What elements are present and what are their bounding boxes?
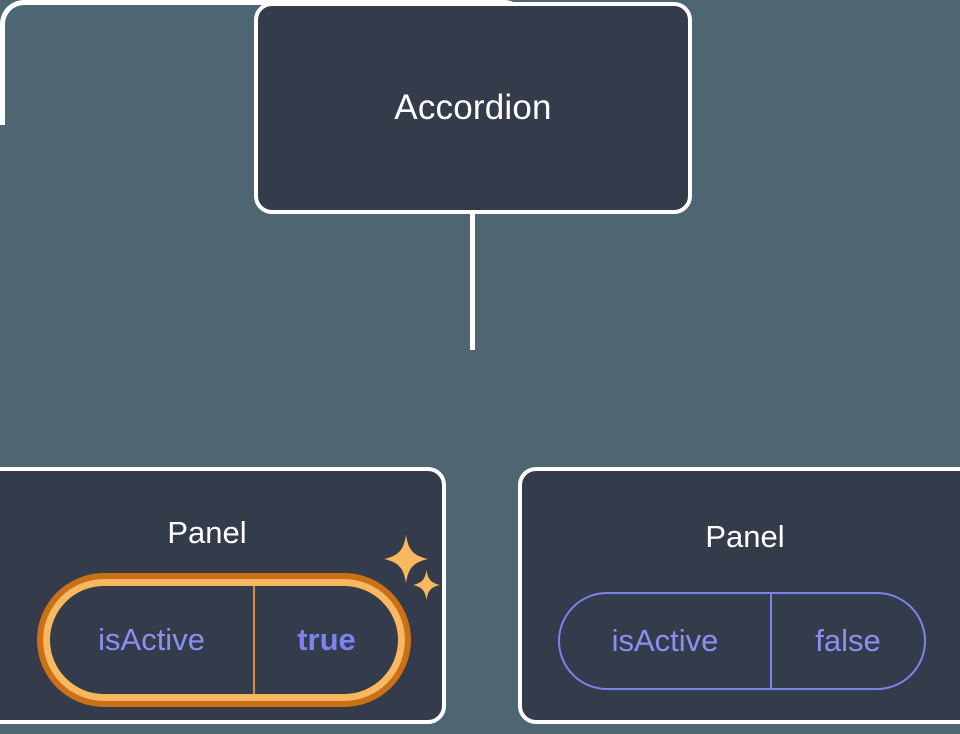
prop-pill-value: true bbox=[297, 622, 356, 657]
tree-node-accordion-label: Accordion bbox=[394, 88, 552, 127]
sparkle-icon bbox=[413, 570, 440, 600]
tree-node-panel-right-label: Panel bbox=[705, 519, 785, 554]
tree-node-accordion[interactable]: Accordion bbox=[254, 2, 692, 214]
sparkle-icon bbox=[384, 535, 428, 583]
prop-pill-key: isActive bbox=[560, 594, 772, 688]
connector-root-to-branch bbox=[470, 210, 475, 350]
prop-pill-isactive-true[interactable]: isActive true bbox=[37, 573, 411, 707]
prop-pill-highlight-ring: isActive true bbox=[43, 579, 405, 701]
prop-pill-value: false bbox=[815, 623, 881, 658]
panel-right-content: Panel bbox=[522, 471, 960, 720]
prop-pill-isactive-false[interactable]: isActive false bbox=[558, 592, 926, 690]
prop-pill-key: isActive bbox=[50, 586, 256, 694]
tree-node-panel-left-label: Panel bbox=[167, 515, 247, 550]
panel-left-content: Panel bbox=[0, 471, 442, 720]
